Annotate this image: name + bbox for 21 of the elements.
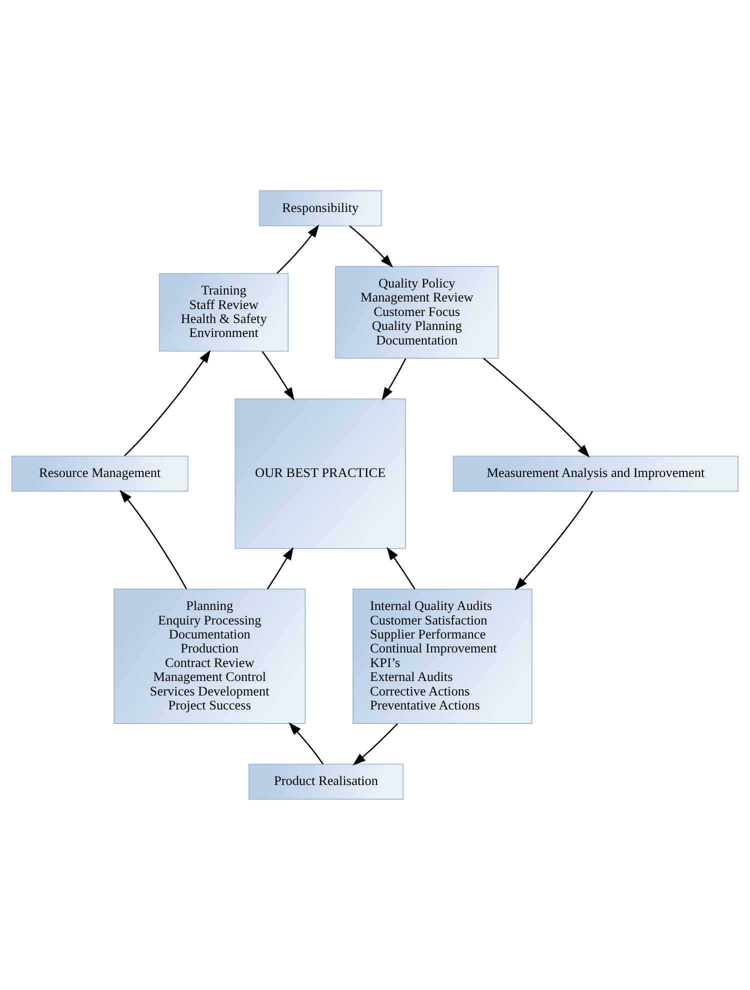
arrow [349, 225, 394, 268]
arrow [124, 350, 211, 456]
node-box: Internal Quality Audits Customer Satisfaction Supplier Performance Continual Improvement KPI’s External Audits Corrective Actions Preventative Actions [352, 588, 532, 724]
node-box: Measurement Analysis and Improvement [452, 456, 739, 492]
arrow [352, 723, 398, 766]
arrow [514, 491, 593, 590]
node-box: Resource Management [11, 456, 188, 492]
arrow [483, 358, 590, 458]
node-box: Product Realisation [248, 764, 404, 800]
arrow [120, 490, 188, 590]
node-box: OUR BEST PRACTICE [234, 398, 406, 549]
arrow [288, 722, 324, 765]
arrow [276, 224, 320, 274]
arrow [386, 547, 416, 590]
arrow [382, 358, 406, 400]
arrow [262, 351, 294, 401]
node-box: Planning Enquiry Processing Documentation Production Contract Review Management Control Services Development Project Success [114, 588, 306, 724]
node-box: Training Staff Review Health & Safety Environment [159, 273, 289, 352]
arrow [266, 546, 294, 590]
node-box: Responsibility [258, 190, 382, 226]
node-box: Quality Policy Management Review Customer Focus Quality Planning Documentation [335, 266, 499, 359]
